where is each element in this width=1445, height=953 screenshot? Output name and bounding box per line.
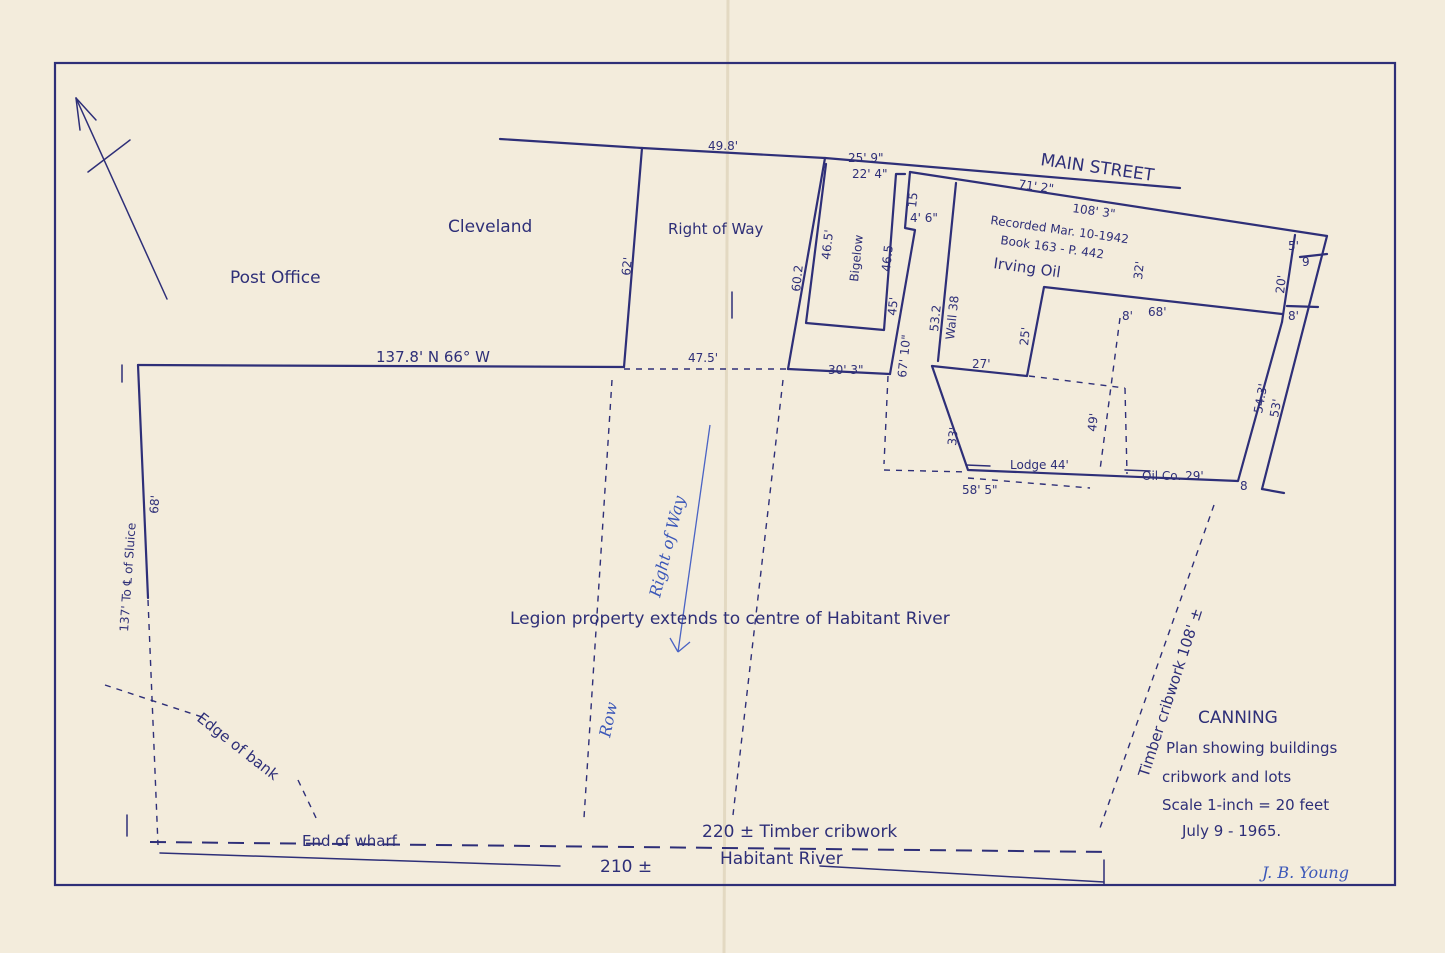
dim-108-3: 108' 3" xyxy=(1072,201,1117,221)
title-canning: CANNING xyxy=(1198,708,1278,728)
oil-co-label: Oil Co. 29' xyxy=(1142,469,1204,483)
north-arrow-icon xyxy=(75,97,168,300)
title-line-3: cribwork and lots xyxy=(1162,768,1291,786)
dim-54-3: 54.3' xyxy=(1251,383,1270,415)
post-office-label: Post Office xyxy=(230,268,321,288)
dim-62: 62' xyxy=(619,256,635,276)
dim-45: 45' xyxy=(885,296,901,316)
dim-137-8: 137.8' N 66° W xyxy=(376,348,490,366)
dim-67-10: 67' 10" xyxy=(895,334,913,378)
pencil-annotations xyxy=(669,424,711,653)
irving-oil-label: Irving Oil xyxy=(992,254,1061,281)
dim-49-8: 49.8' xyxy=(708,139,738,153)
title-line-2: Plan showing buildings xyxy=(1166,739,1337,757)
dim-27: 27' xyxy=(972,357,991,371)
cleveland-label: Cleveland xyxy=(448,217,532,237)
dim-68-left: 68' xyxy=(147,495,162,515)
dimension-210: 210 ± xyxy=(600,857,652,877)
dim-33: 33' xyxy=(945,426,961,446)
timber-cribwork-bottom-label: 220 ± Timber cribwork xyxy=(702,822,897,842)
end-of-wharf-label: End of wharf xyxy=(302,832,398,850)
dim-46-5a: 46.5' xyxy=(819,229,836,260)
edge-of-bank-label: Edge of bank xyxy=(194,709,283,784)
habitant-river-label: Habitant River xyxy=(720,849,843,869)
title-line-5: July 9 - 1965. xyxy=(1181,822,1281,840)
lodge-label: Lodge 44' xyxy=(1010,458,1069,472)
title-block: CANNING Plan showing buildings cribwork … xyxy=(1162,708,1337,840)
dim-60-2: 60.2 xyxy=(789,264,806,292)
handwritten-row: Row xyxy=(595,700,621,740)
dim-53: 53' xyxy=(1267,398,1284,419)
title-line-4: Scale 1-inch = 20 feet xyxy=(1162,796,1329,814)
dimension-labels: 49.8' 25' 9" 22' 4" 71' 2" 108' 3" 62' 6… xyxy=(147,139,1310,514)
dim-30-3: 30' 3" xyxy=(828,363,864,377)
right-of-way-label: Right of Way xyxy=(668,220,764,238)
dim-8b: 8' xyxy=(1122,309,1133,323)
dim-8c: 8 xyxy=(1240,479,1248,493)
paper-fold xyxy=(722,0,730,953)
wall-label: Wall 38 xyxy=(943,295,962,340)
dim-68: 68' xyxy=(1148,305,1167,319)
dim-20: 20' xyxy=(1273,274,1289,294)
dim-9: 9 xyxy=(1302,255,1310,269)
dim-25: 25' xyxy=(1017,326,1033,346)
sluice-label: 137' To ℄ of Sluice xyxy=(117,522,139,632)
dim-25-9: 25' 9" xyxy=(848,151,884,165)
dim-46-5b: 46.5 xyxy=(879,244,896,272)
dim-58-5: 58' 5" xyxy=(962,483,998,497)
bigelow-label: Bigelow xyxy=(847,234,866,282)
signature: J. B. Young xyxy=(1259,863,1349,882)
dim-53-2: 53.2 xyxy=(927,304,944,332)
dim-71-2: 71' 2" xyxy=(1018,177,1055,196)
legion-property-label: Legion property extends to centre of Hab… xyxy=(510,609,950,629)
dim-4-6: 4' 6" xyxy=(910,211,938,225)
dim-15: 15 xyxy=(905,192,921,209)
dim-8a: 8' xyxy=(1288,309,1299,323)
property-lines xyxy=(104,137,1329,885)
dim-22-4: 22' 4" xyxy=(852,167,888,181)
dim-5: 5' xyxy=(1288,239,1299,253)
dim-47-5: 47.5' xyxy=(688,351,718,365)
plan-border xyxy=(53,61,1397,887)
dim-49: 49' xyxy=(1085,412,1101,432)
handwritten-right-of-way: Right of Way xyxy=(645,493,689,600)
dim-32: 32' xyxy=(1131,260,1147,280)
